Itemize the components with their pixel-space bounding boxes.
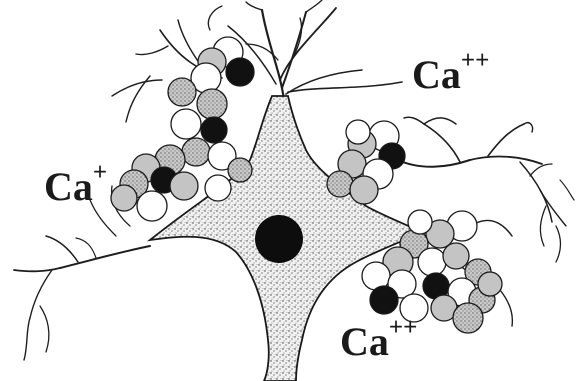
bead — [197, 89, 227, 119]
bead — [228, 158, 252, 182]
bead — [168, 78, 196, 106]
bead — [346, 120, 370, 144]
bead — [418, 248, 446, 276]
bead — [370, 286, 398, 314]
bead — [327, 171, 353, 197]
ion-label-top-right: Ca++ — [412, 47, 489, 97]
svg-text:Ca++: Ca++ — [340, 314, 417, 364]
nucleus — [255, 215, 303, 263]
bead — [478, 272, 502, 296]
bead — [205, 175, 231, 201]
bead — [226, 58, 254, 86]
bead — [453, 303, 483, 333]
bead — [170, 172, 198, 200]
ion-label-bottom-right: Ca++ — [340, 314, 417, 364]
bead — [171, 109, 201, 139]
bead — [408, 210, 432, 234]
svg-text:Ca++: Ca++ — [412, 47, 489, 97]
bead — [201, 117, 227, 143]
ion-label-left: Ca+ — [44, 159, 107, 209]
bead — [182, 138, 210, 166]
bead — [111, 185, 137, 211]
bead — [350, 176, 378, 204]
bead — [443, 243, 469, 269]
svg-text:Ca+: Ca+ — [44, 159, 107, 209]
bead — [137, 191, 167, 221]
